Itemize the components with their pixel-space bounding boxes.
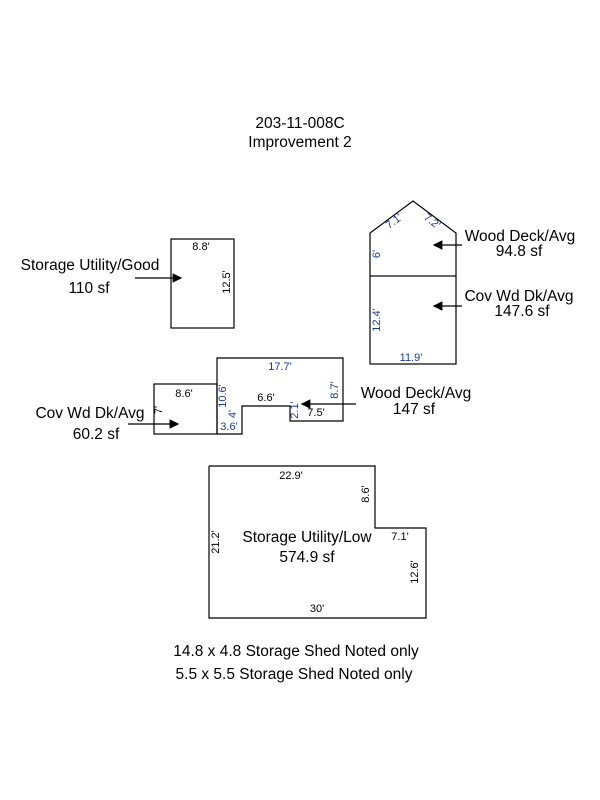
dim-low-left: 21.2' xyxy=(210,530,222,554)
dim-deck-top-side: 6' xyxy=(371,250,383,258)
storage-good-outline xyxy=(170,238,235,329)
wood-deck-top-area: 94.8 sf xyxy=(496,243,543,260)
storage-low-label: Storage Utility/Low xyxy=(242,529,372,546)
dim-mid-notch-left: 4' xyxy=(227,410,239,418)
dim-mid-notch-top: 6.6' xyxy=(257,392,274,404)
dim-mid-top: 17.7' xyxy=(268,361,292,373)
dim-low-top: 22.9' xyxy=(279,470,303,482)
dim-low-right: 12.6' xyxy=(409,560,421,584)
wood-deck-top-outline xyxy=(369,200,457,276)
dim-mid-bottom-right: 7.5' xyxy=(307,407,324,419)
note-shed-1: 14.8 x 4.8 Storage Shed Noted only xyxy=(173,643,419,660)
storage-low-outline xyxy=(208,465,427,619)
wood-deck-mid-area: 147 sf xyxy=(393,401,436,418)
storage-good-area: 110 sf xyxy=(68,280,110,297)
cov-deck-right-label: Cov Wd Dk/Avg xyxy=(464,288,573,305)
cov-deck-left-label: Cov Wd Dk/Avg xyxy=(35,405,144,422)
cov-deck-left-outline xyxy=(153,383,218,435)
dim-cov-left-side: 7' xyxy=(153,406,165,414)
dim-cov-right-side: 12.4' xyxy=(371,308,383,332)
wood-deck-mid-label: Wood Deck/Avg xyxy=(361,385,472,402)
storage-low-area: 574.9 sf xyxy=(279,549,335,566)
wood-deck-top-label: Wood Deck/Avg xyxy=(465,228,576,245)
dim-mid-left: 10.6' xyxy=(217,384,229,408)
dim-low-step-top: 7.1' xyxy=(391,531,408,543)
dim-low-step-side: 8.6' xyxy=(360,485,372,502)
dim-cov-right-bottom: 11.9' xyxy=(400,352,423,364)
note-shed-2: 5.5 x 5.5 Storage Shed Noted only xyxy=(176,666,413,683)
dim-low-bottom: 30' xyxy=(310,603,324,615)
dim-storage-good-top: 8.8' xyxy=(192,241,209,253)
cov-deck-left-area: 60.2 sf xyxy=(73,426,120,443)
dim-mid-right: 8.7' xyxy=(329,381,341,398)
dim-mid-notch-right: 2.1' xyxy=(289,401,301,418)
cov-deck-right-outline xyxy=(369,275,457,365)
storage-good-label: Storage Utility/Good xyxy=(21,257,160,274)
improvement-title: Improvement 2 xyxy=(248,134,351,151)
cov-deck-right-area: 147.6 sf xyxy=(494,303,550,320)
dim-deck-top-left-slope: 7.1' xyxy=(384,212,405,232)
dim-cov-left-top: 8.6' xyxy=(175,388,192,400)
wood-deck-mid-outline xyxy=(216,357,344,435)
dim-storage-good-side: 12.5' xyxy=(221,270,233,294)
dim-mid-bottom-left: 3.6' xyxy=(220,421,237,433)
parcel-id: 203-11-008C xyxy=(255,115,344,132)
dim-deck-top-right-slope: 7.2' xyxy=(421,212,442,232)
